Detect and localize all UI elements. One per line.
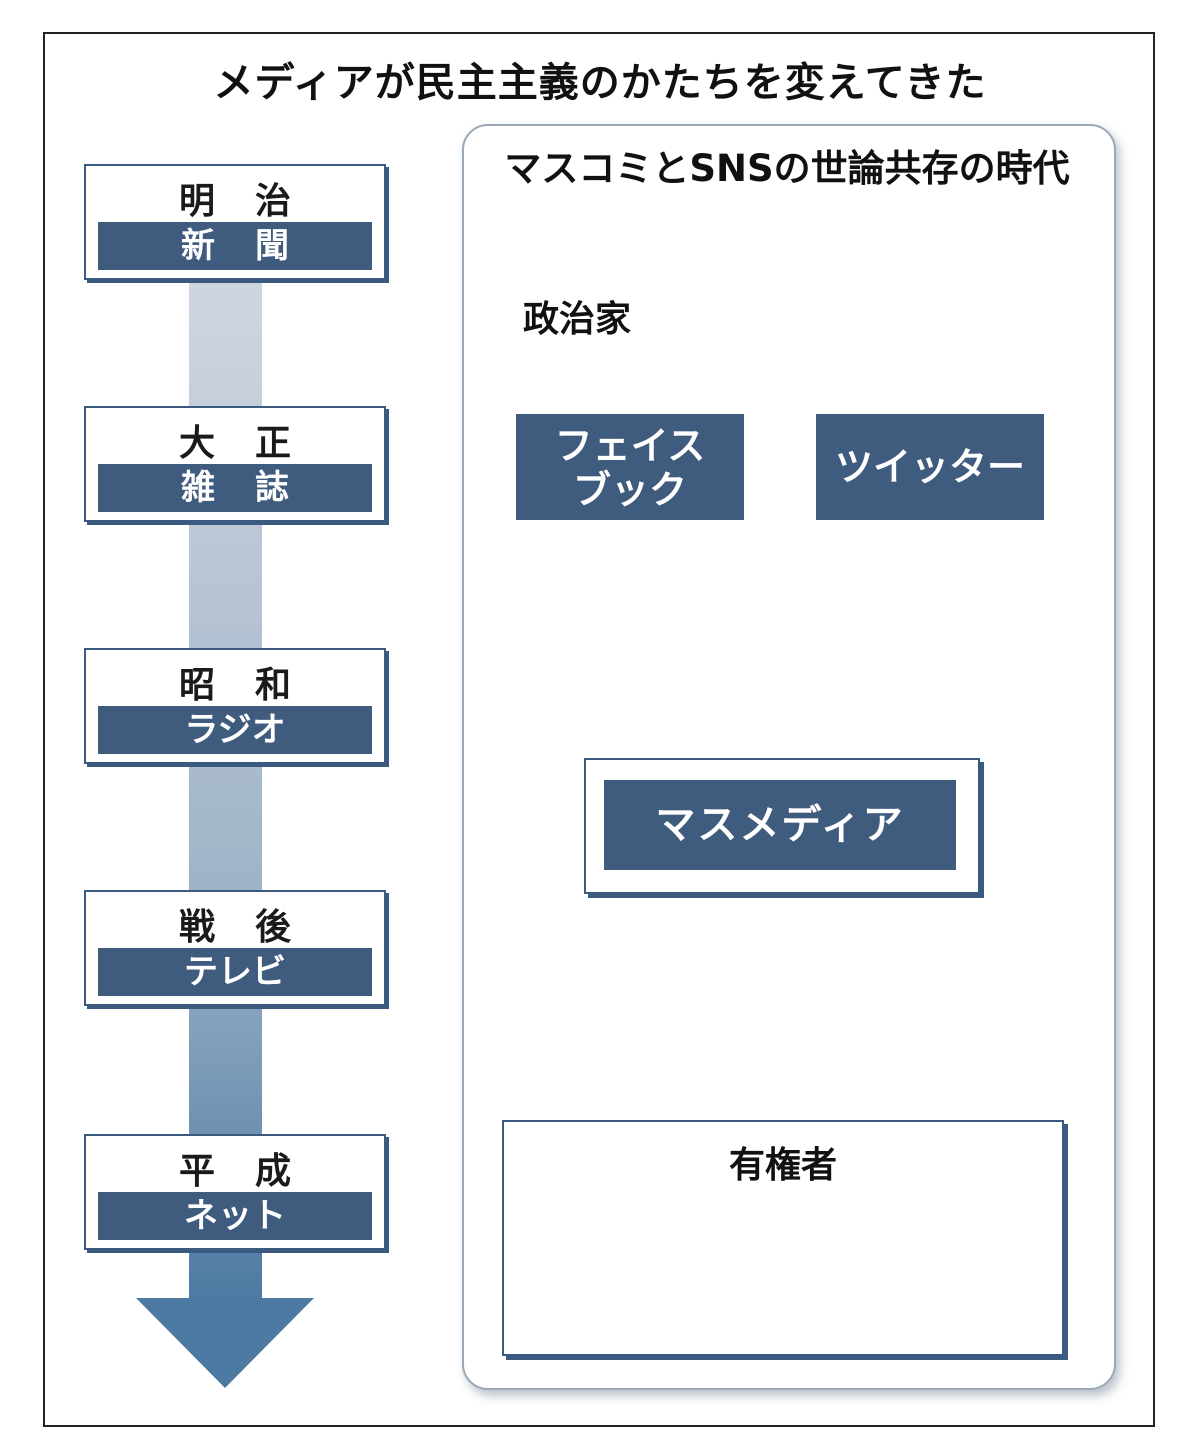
facebook-box: フェイス ブック [516, 414, 744, 520]
voters-box [502, 1120, 1064, 1356]
era-label: 戦後 [178, 907, 331, 948]
era-box-postwar: 戦後 テレビ [84, 890, 386, 1006]
era-box-heisei: 平成 ネット [84, 1134, 386, 1250]
figure-title: メディアが民主主義のかたちを変えてきた [213, 60, 987, 106]
era-label: 昭和 [178, 665, 331, 706]
era-box-taisho: 大正 雑誌 [84, 406, 386, 522]
media-label: テレビ [98, 948, 372, 996]
media-label: ネット [98, 1192, 372, 1240]
era-box-meiji: 明治 新聞 [84, 164, 386, 280]
politicians-label: 政治家 [523, 299, 632, 340]
mass-media-label: マスメディア [604, 780, 956, 870]
media-label: ラジオ [98, 706, 372, 754]
media-label: 雑誌 [98, 464, 372, 512]
twitter-box: ツイッター [816, 414, 1044, 520]
era-label: 明治 [178, 181, 331, 222]
era-label: 大正 [178, 423, 331, 464]
media-label: 新聞 [98, 222, 372, 270]
era-box-showa: 昭和 ラジオ [84, 648, 386, 764]
voters-label: 有権者 [728, 1145, 837, 1186]
facebook-label-line1: フェイス [554, 424, 706, 468]
facebook-label-line2: ブック [572, 468, 687, 512]
panel-title: マスコミとSNSの世論共存の時代 [504, 147, 1070, 190]
era-label: 平成 [178, 1151, 331, 1192]
